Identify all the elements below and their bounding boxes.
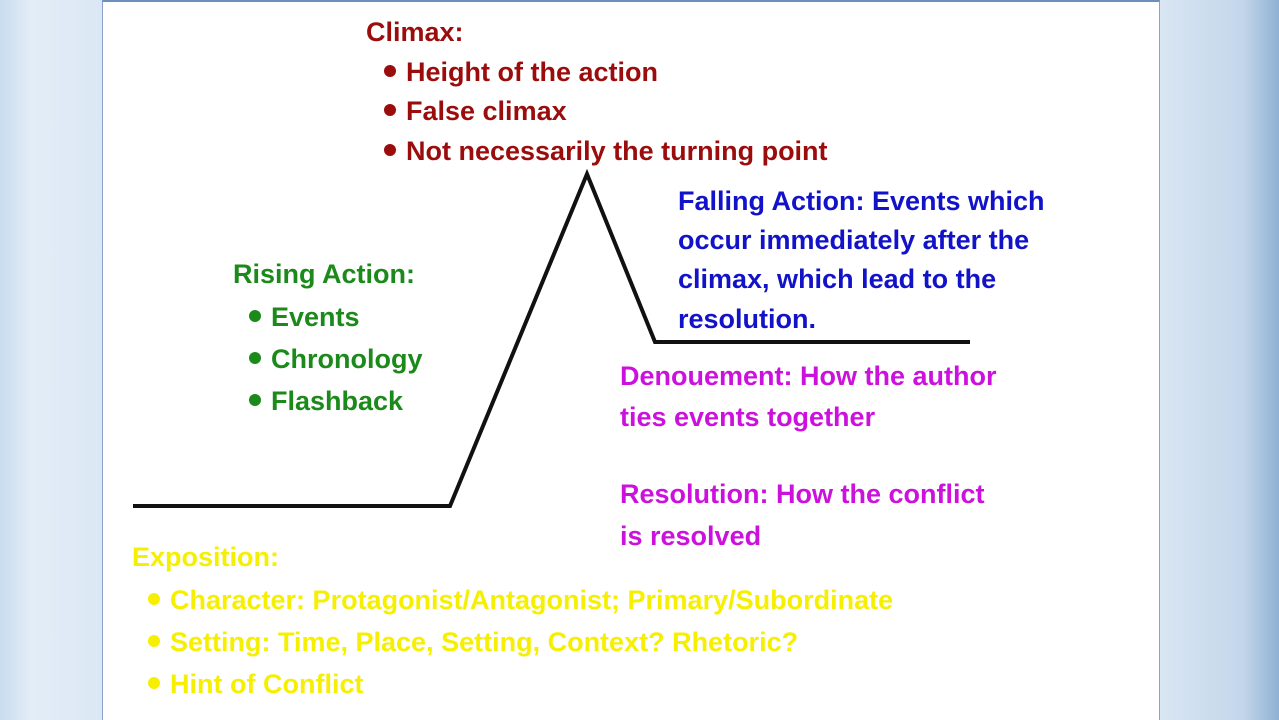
- bullet-icon: [249, 351, 261, 364]
- denouement-line: ties events together: [620, 402, 876, 432]
- bullet-icon: [384, 103, 396, 116]
- climax-item: Not necessarily the turning point: [384, 132, 828, 171]
- falling-action-line: occur immediately after the: [678, 225, 1030, 255]
- climax-item: False climax: [384, 92, 567, 131]
- rising-action-title: Rising Action:: [233, 259, 415, 289]
- plot-line: [133, 168, 970, 508]
- left-margin: [0, 0, 102, 720]
- falling-action-line: climax, which lead to the: [678, 264, 997, 294]
- climax-title: Climax:: [366, 17, 464, 47]
- exposition-item: Hint of Conflict: [148, 665, 363, 704]
- exposition-title: Exposition:: [132, 542, 279, 572]
- rising-action-item: Events: [249, 298, 360, 337]
- bullet-icon: [249, 309, 261, 322]
- falling-action-line: Falling Action: Events which: [678, 186, 1045, 216]
- denouement-line: Denouement: How the author: [620, 361, 997, 391]
- slide: [102, 0, 1160, 720]
- resolution-line: Resolution: How the conflict: [620, 479, 985, 509]
- resolution-line: is resolved: [620, 521, 762, 551]
- bullet-icon: [384, 143, 396, 156]
- rising-action-item: Chronology: [249, 340, 422, 379]
- climax-item: Height of the action: [384, 53, 658, 92]
- bullet-icon: [249, 393, 261, 406]
- bullet-icon: [148, 676, 160, 689]
- bullet-icon: [384, 64, 396, 77]
- bullet-icon: [148, 592, 160, 605]
- falling-action-line: resolution.: [678, 304, 817, 334]
- rising-action-item: Flashback: [249, 382, 403, 421]
- bullet-icon: [148, 634, 160, 647]
- exposition-item: Character: Protagonist/Antagonist; Prima…: [148, 581, 893, 620]
- right-margin: [1160, 0, 1279, 720]
- exposition-item: Setting: Time, Place, Setting, Context? …: [148, 623, 798, 662]
